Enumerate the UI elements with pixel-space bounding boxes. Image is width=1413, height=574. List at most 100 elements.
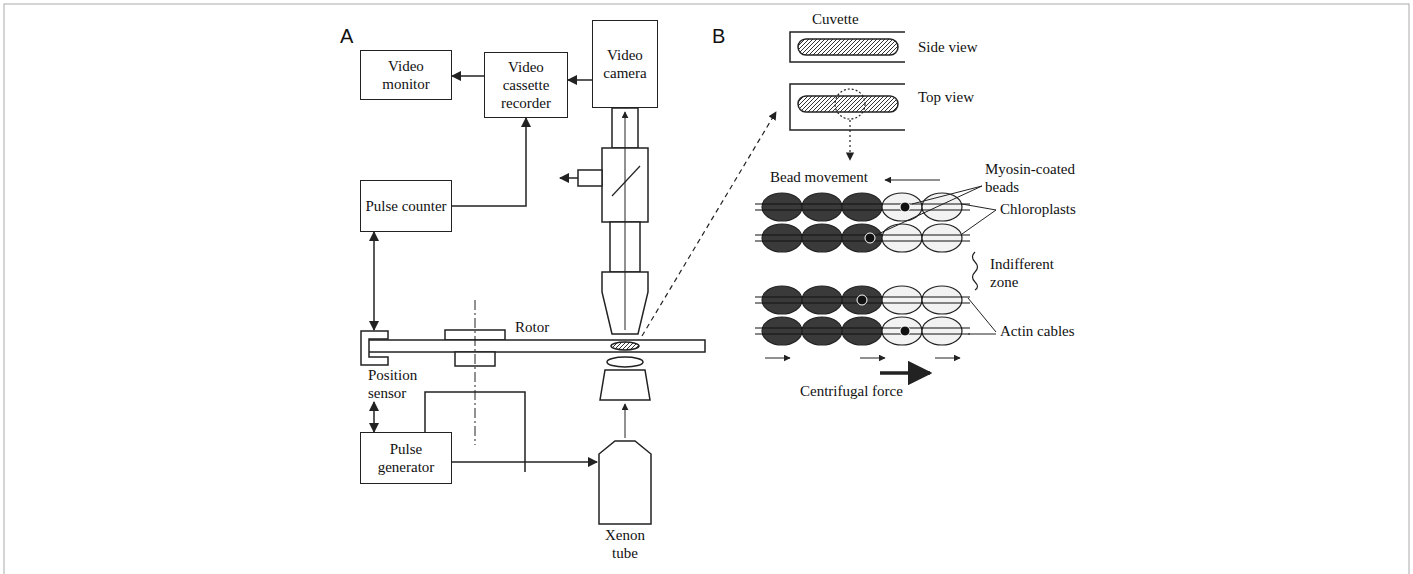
- leader-lines: [880, 371, 930, 375]
- chloroplast-rows: [755, 234, 970, 235]
- part-label: Myosin-coated beads: [985, 160, 1095, 196]
- part-label: Chloroplasts: [1000, 200, 1076, 218]
- rotor: [368, 340, 705, 352]
- part-label: Actin cables: [1000, 322, 1075, 340]
- figure-frame: [4, 4, 1409, 574]
- cuvette: [790, 32, 905, 62]
- chloroplast-rows: [882, 317, 922, 345]
- chloroplast-rows: [755, 203, 970, 204]
- chloroplast-rows: [842, 224, 882, 252]
- leader-lines: [935, 358, 960, 359]
- chloroplast-rows: [755, 193, 970, 345]
- panel-letter: A: [340, 24, 353, 48]
- sensor-symbol: Position sensor: [360, 330, 440, 402]
- leader-lines: [912, 186, 982, 204]
- chloroplast-rows: [922, 193, 962, 221]
- leader-lines: [962, 210, 996, 234]
- signal-connector: [452, 75, 484, 77]
- chloroplast-rows: [922, 224, 962, 252]
- part-label: Top view: [918, 88, 974, 106]
- node-text: Pulse generator: [365, 440, 447, 476]
- part-label: Bead movement: [770, 168, 868, 186]
- signal-connector: [568, 79, 592, 81]
- leader-lines: [876, 186, 982, 235]
- chloroplast-rows: [857, 295, 867, 305]
- condenser: [607, 357, 643, 367]
- chloroplast-rows: [900, 326, 910, 336]
- process-box: Video monitor: [360, 50, 452, 100]
- leader-lines: [860, 358, 885, 359]
- chloroplast-rows: [802, 286, 842, 314]
- lamp-symbol: Xenon tube: [597, 440, 653, 562]
- chloroplast-rows: [842, 317, 882, 345]
- leader-lines: [885, 180, 940, 181]
- microscope: [560, 108, 648, 334]
- chloroplast-rows: [882, 286, 922, 314]
- microscope: [612, 166, 640, 196]
- lamp-symbol: [599, 441, 651, 524]
- part-label: Cuvette: [812, 10, 859, 28]
- lamp-symbol: [597, 440, 653, 526]
- leader-lines: [968, 334, 996, 335]
- chloroplast-rows: [922, 317, 962, 345]
- chloroplast-rows: [842, 286, 882, 314]
- condenser: [625, 404, 626, 438]
- signal-connector: [452, 461, 597, 463]
- signal-connector: [452, 118, 526, 206]
- part-label: Indifferent zone: [990, 255, 1070, 291]
- leader-lines: [765, 180, 996, 373]
- chloroplast-rows: [755, 333, 970, 334]
- chloroplast-rows: [882, 224, 922, 252]
- chloroplast-rows: [842, 193, 882, 221]
- part-label: Side view: [918, 38, 978, 56]
- chloroplast-rows: [762, 224, 802, 252]
- node-text: Position sensor: [360, 366, 440, 402]
- chloroplast-rows: [755, 209, 970, 210]
- chloroplast-rows: [755, 240, 970, 241]
- microscope: [625, 112, 626, 330]
- sensor-symbol: [360, 330, 390, 366]
- chloroplast-rows: [922, 286, 962, 314]
- cuvette: [849, 120, 850, 160]
- process-box: Pulse counter: [360, 180, 452, 232]
- chloroplast-rows: [755, 327, 970, 328]
- part-label: Rotor: [515, 318, 549, 336]
- chloroplast-rows: [802, 224, 842, 252]
- cuvette: [835, 89, 865, 119]
- node-text: Video cassette recorder: [489, 58, 563, 112]
- chloroplast-rows: [762, 317, 802, 345]
- cuvette: [790, 32, 905, 160]
- leader-lines: [765, 358, 790, 359]
- node-text: Pulse counter: [365, 197, 446, 215]
- chloroplast-rows: [762, 193, 802, 221]
- panel-letter: B: [712, 24, 725, 48]
- process-box: Video cassette recorder: [484, 52, 568, 118]
- condenser: [600, 370, 650, 400]
- rotor: [475, 300, 476, 445]
- cuvette: [798, 39, 898, 55]
- leader-lines: [962, 204, 996, 210]
- node-text: Xenon tube: [597, 526, 653, 562]
- process-box: Video camera: [592, 20, 658, 108]
- sensor-symbol: [361, 331, 388, 365]
- chloroplast-rows: [762, 286, 802, 314]
- chloroplast-rows: [802, 317, 842, 345]
- rotor: [611, 342, 639, 350]
- signal-connector: [373, 402, 375, 432]
- microscope: [578, 170, 602, 186]
- part-label: Centrifugal force: [800, 382, 903, 400]
- node-text: Video monitor: [365, 57, 447, 93]
- chloroplast-rows: [865, 233, 875, 243]
- node-text: Video camera: [597, 46, 653, 82]
- chloroplast-rows: [802, 193, 842, 221]
- process-box: Pulse generator: [360, 432, 452, 484]
- microscope: [560, 177, 578, 179]
- chloroplast-rows: [900, 202, 910, 212]
- condenser: [600, 357, 650, 438]
- leader-lines: [968, 298, 996, 332]
- leader-lines: [973, 252, 978, 290]
- cuvette: [798, 96, 898, 112]
